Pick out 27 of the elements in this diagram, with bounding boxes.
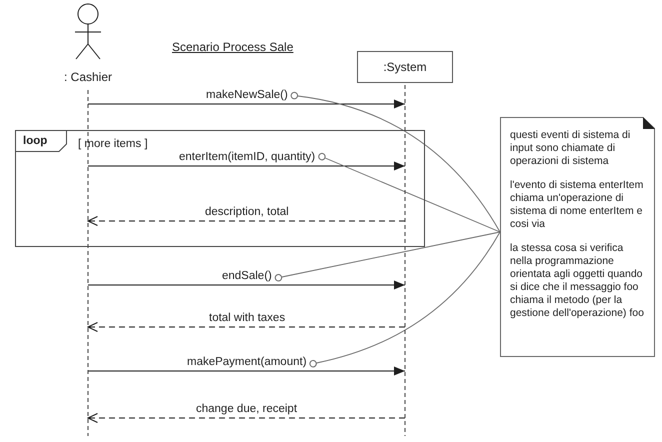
operator-tab: loop <box>15 130 67 152</box>
message-label: makeNewSale() <box>206 88 288 102</box>
guard-condition: [ more items ] <box>78 137 148 152</box>
message-label: description, total <box>205 205 289 219</box>
leader-line <box>290 92 500 232</box>
message-arrow <box>88 100 405 108</box>
return-arrow <box>88 413 405 423</box>
message-arrow <box>88 366 405 376</box>
leader-line <box>274 232 500 282</box>
return-arrow <box>88 216 405 226</box>
message-arrow <box>88 162 405 170</box>
diagram-title: Scenario Process Sale <box>172 40 294 54</box>
message-arrow <box>88 280 405 290</box>
message-label: change due, receipt <box>196 402 298 416</box>
return-arrow <box>88 322 405 332</box>
message-label: makePayment(amount) <box>187 355 307 369</box>
message-label: total with taxes <box>209 311 286 325</box>
message-label: enterItem(itemID, quantity) <box>179 150 316 164</box>
leader-line <box>309 232 500 368</box>
note-text: l'evento di sistema enterItem chiama un'operazione di sistema di nome enterItem e cosi via <box>510 179 644 231</box>
message-label: endSale() <box>222 269 272 283</box>
leader-line <box>318 152 500 232</box>
participant-box: :System <box>357 51 453 83</box>
note-text: la stessa cosa si verifica nella programmazione orientata agli oggetti quando si dice che il messaggio foo chiama il metodo (per la gestione dell'operazione) foo <box>510 242 645 320</box>
actor-name: : Cashier <box>62 70 114 85</box>
note <box>500 117 655 357</box>
note-text: questi eventi di sistema di input sono chiamate di operazioni di sistema <box>510 129 632 168</box>
